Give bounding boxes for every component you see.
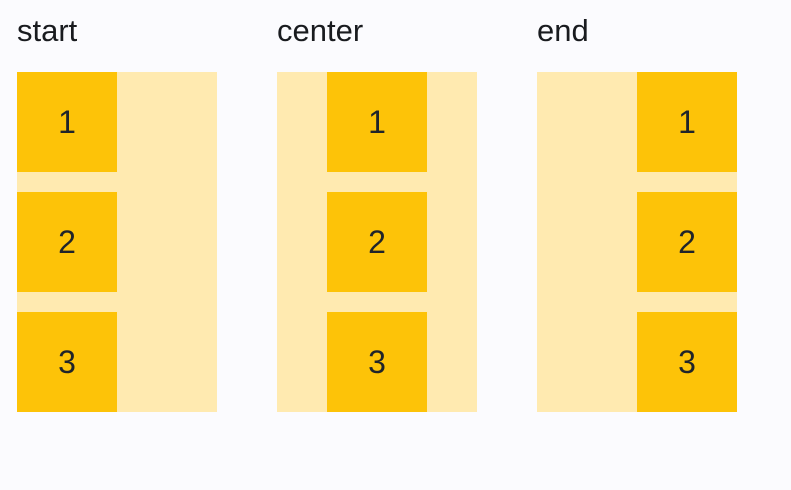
grid-item: 3 bbox=[327, 312, 427, 412]
grid-item: 1 bbox=[17, 72, 117, 172]
grid-item: 3 bbox=[17, 312, 117, 412]
example-group-end: end 1 2 3 bbox=[537, 10, 737, 412]
group-label-center: center bbox=[277, 13, 364, 48]
group-label-start: start bbox=[17, 13, 78, 48]
example-group-center: center 1 2 3 bbox=[277, 10, 477, 412]
example-group-start: start 1 2 3 bbox=[17, 10, 217, 412]
grid-item: 1 bbox=[327, 72, 427, 172]
grid-item: 3 bbox=[637, 312, 737, 412]
grid-item: 2 bbox=[637, 192, 737, 292]
grid-track-center: 1 2 3 bbox=[277, 72, 477, 412]
justify-items-examples: start 1 2 3 center 1 2 3 end 1 2 3 bbox=[17, 10, 737, 412]
grid-item: 2 bbox=[17, 192, 117, 292]
grid-item: 2 bbox=[327, 192, 427, 292]
grid-item: 1 bbox=[637, 72, 737, 172]
grid-track-start: 1 2 3 bbox=[17, 72, 217, 412]
grid-track-end: 1 2 3 bbox=[537, 72, 737, 412]
group-label-end: end bbox=[537, 13, 589, 48]
